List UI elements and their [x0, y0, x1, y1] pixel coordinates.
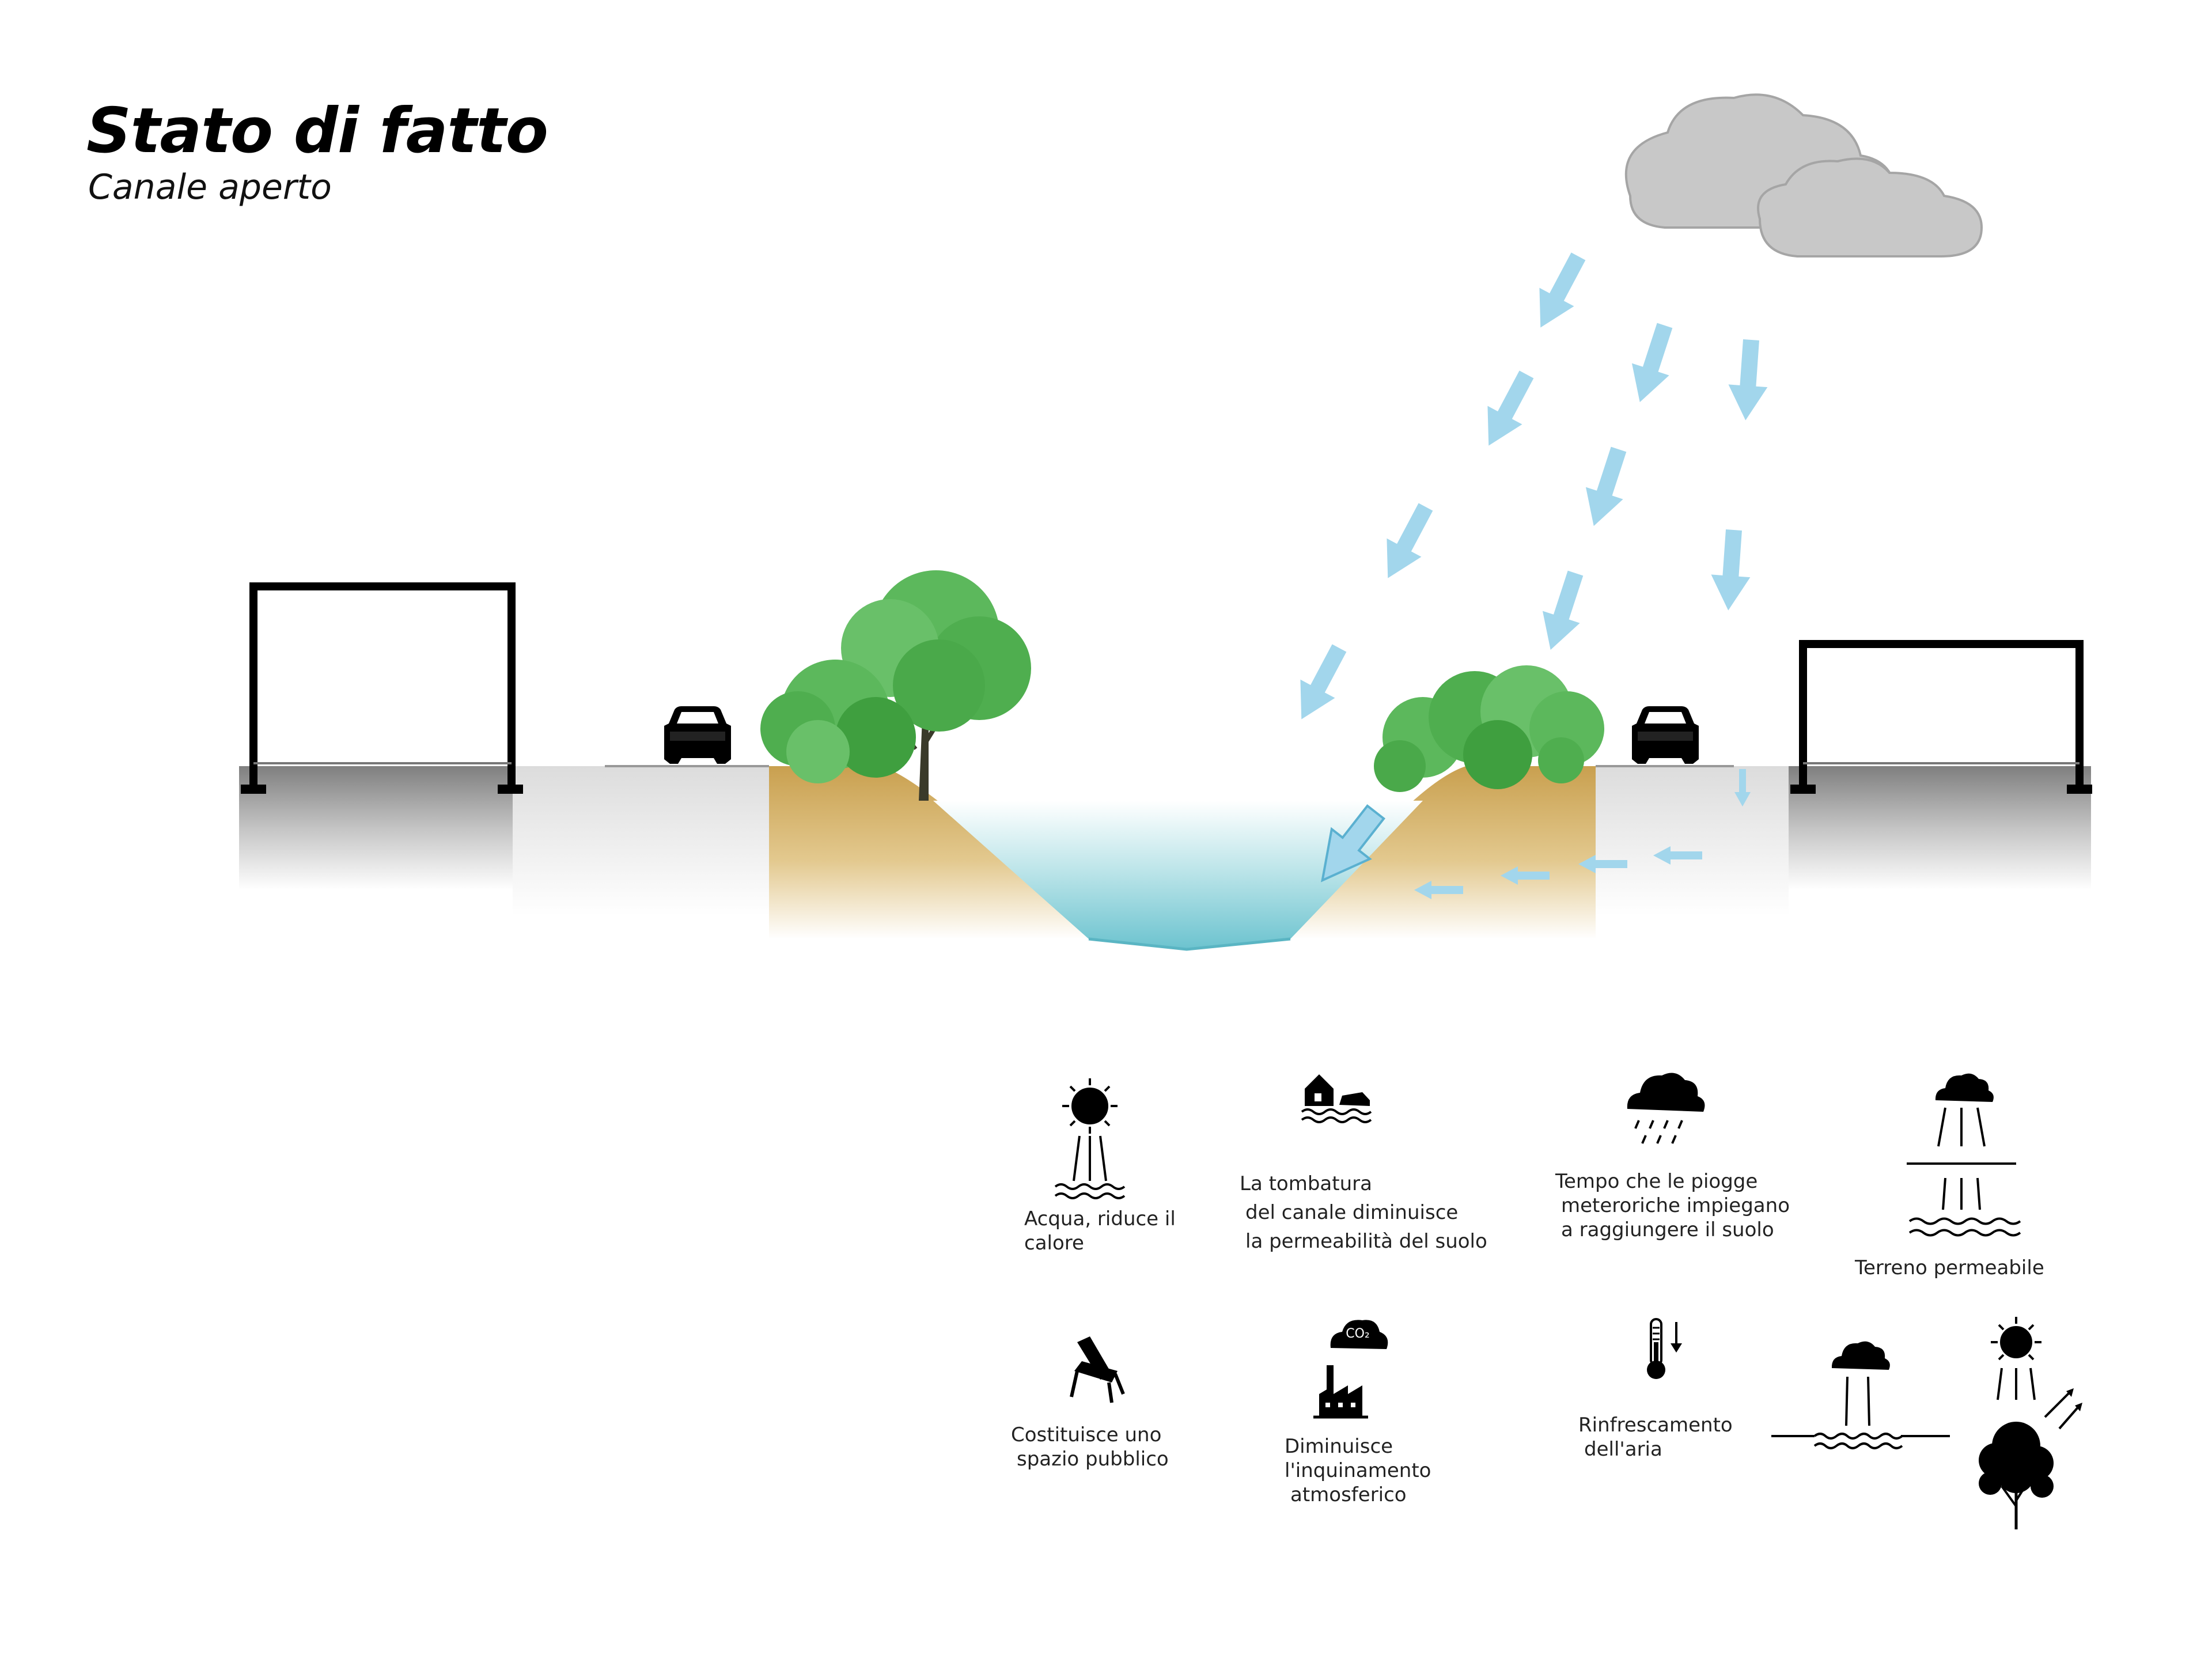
sun-rays-water-icon: [1054, 1078, 1126, 1199]
left-building-frame: [241, 582, 523, 794]
caption-line: l'inquinamento: [1285, 1459, 1431, 1482]
caption-line: dell'aria: [1584, 1438, 1662, 1461]
canal-bed-line: [1088, 937, 1291, 951]
rain-cloud-icon: [1627, 1073, 1705, 1144]
right-road: [1596, 766, 1789, 916]
page-title: Stato di fatto: [86, 95, 548, 167]
canal-water: [933, 801, 1423, 949]
caption-line: Terreno permeabile: [1855, 1256, 2044, 1279]
right-soil-bank: [1290, 766, 1596, 939]
caption-rinfrescamento: Rinfrescamento dell'aria: [1578, 1413, 1733, 1461]
right-building-frame: [1790, 640, 2092, 794]
left-car-icon: [664, 706, 731, 764]
caption-line: Costituisce uno: [1011, 1423, 1162, 1446]
caption-line: La tombatura: [1240, 1172, 1372, 1195]
rain-permeable-ground-icon: [1907, 1073, 2021, 1237]
caption-line: del canale diminuisce: [1245, 1201, 1459, 1224]
factory-co2-icon: CO₂: [1313, 1320, 1388, 1419]
right-car-icon: [1632, 706, 1699, 764]
right-building-ground: [1789, 766, 2091, 890]
caption-line: la permeabilità del suolo: [1245, 1230, 1487, 1253]
svg-text:CO₂: CO₂: [1346, 1327, 1370, 1341]
page-subtitle: Canale aperto: [88, 167, 332, 207]
caption-line: calore: [1024, 1232, 1084, 1255]
caption-terreno: Terreno permeabile: [1855, 1256, 2044, 1280]
caption-line: a raggiungere il suolo: [1561, 1218, 1774, 1241]
caption-tempo: Tempo che le piogge meteroriche impiegan…: [1555, 1169, 1790, 1242]
caption-line: spazio pubblico: [1017, 1448, 1169, 1471]
rain-arrows: [1300, 252, 1768, 899]
left-tree-group: [760, 570, 1031, 801]
caption-line: Tempo che le piogge: [1555, 1170, 1758, 1193]
caption-acqua: Acqua, riduce il calore: [1024, 1207, 1176, 1255]
caption-inquinamento: Diminuisce l'inquinamento atmosferico: [1285, 1434, 1431, 1507]
caption-line: Diminuisce: [1285, 1435, 1393, 1458]
thermometer-down-icon: [1647, 1318, 1682, 1379]
caption-line: Rinfrescamento: [1578, 1414, 1733, 1437]
cloud-icon: [1624, 93, 1983, 257]
caption-line: meteroriche impiegano: [1561, 1194, 1790, 1217]
caption-line: atmosferico: [1290, 1483, 1407, 1506]
sun-tree-icon: [1979, 1317, 2082, 1529]
flood-house-car-icon: [1301, 1074, 1372, 1123]
caption-tombatura: La tombatura del canale diminuisce la pe…: [1240, 1169, 1487, 1256]
left-building-ground: [239, 766, 513, 890]
rain-ground-icon: [1771, 1341, 1950, 1449]
caption-spazio: Costituisce uno spazio pubblico: [1011, 1423, 1169, 1471]
left-road: [513, 766, 769, 916]
caption-line: Acqua, riduce il: [1024, 1207, 1176, 1230]
bench-icon: [1070, 1336, 1125, 1403]
right-bush-group: [1374, 665, 1604, 792]
left-soil-bank: [769, 766, 1089, 939]
